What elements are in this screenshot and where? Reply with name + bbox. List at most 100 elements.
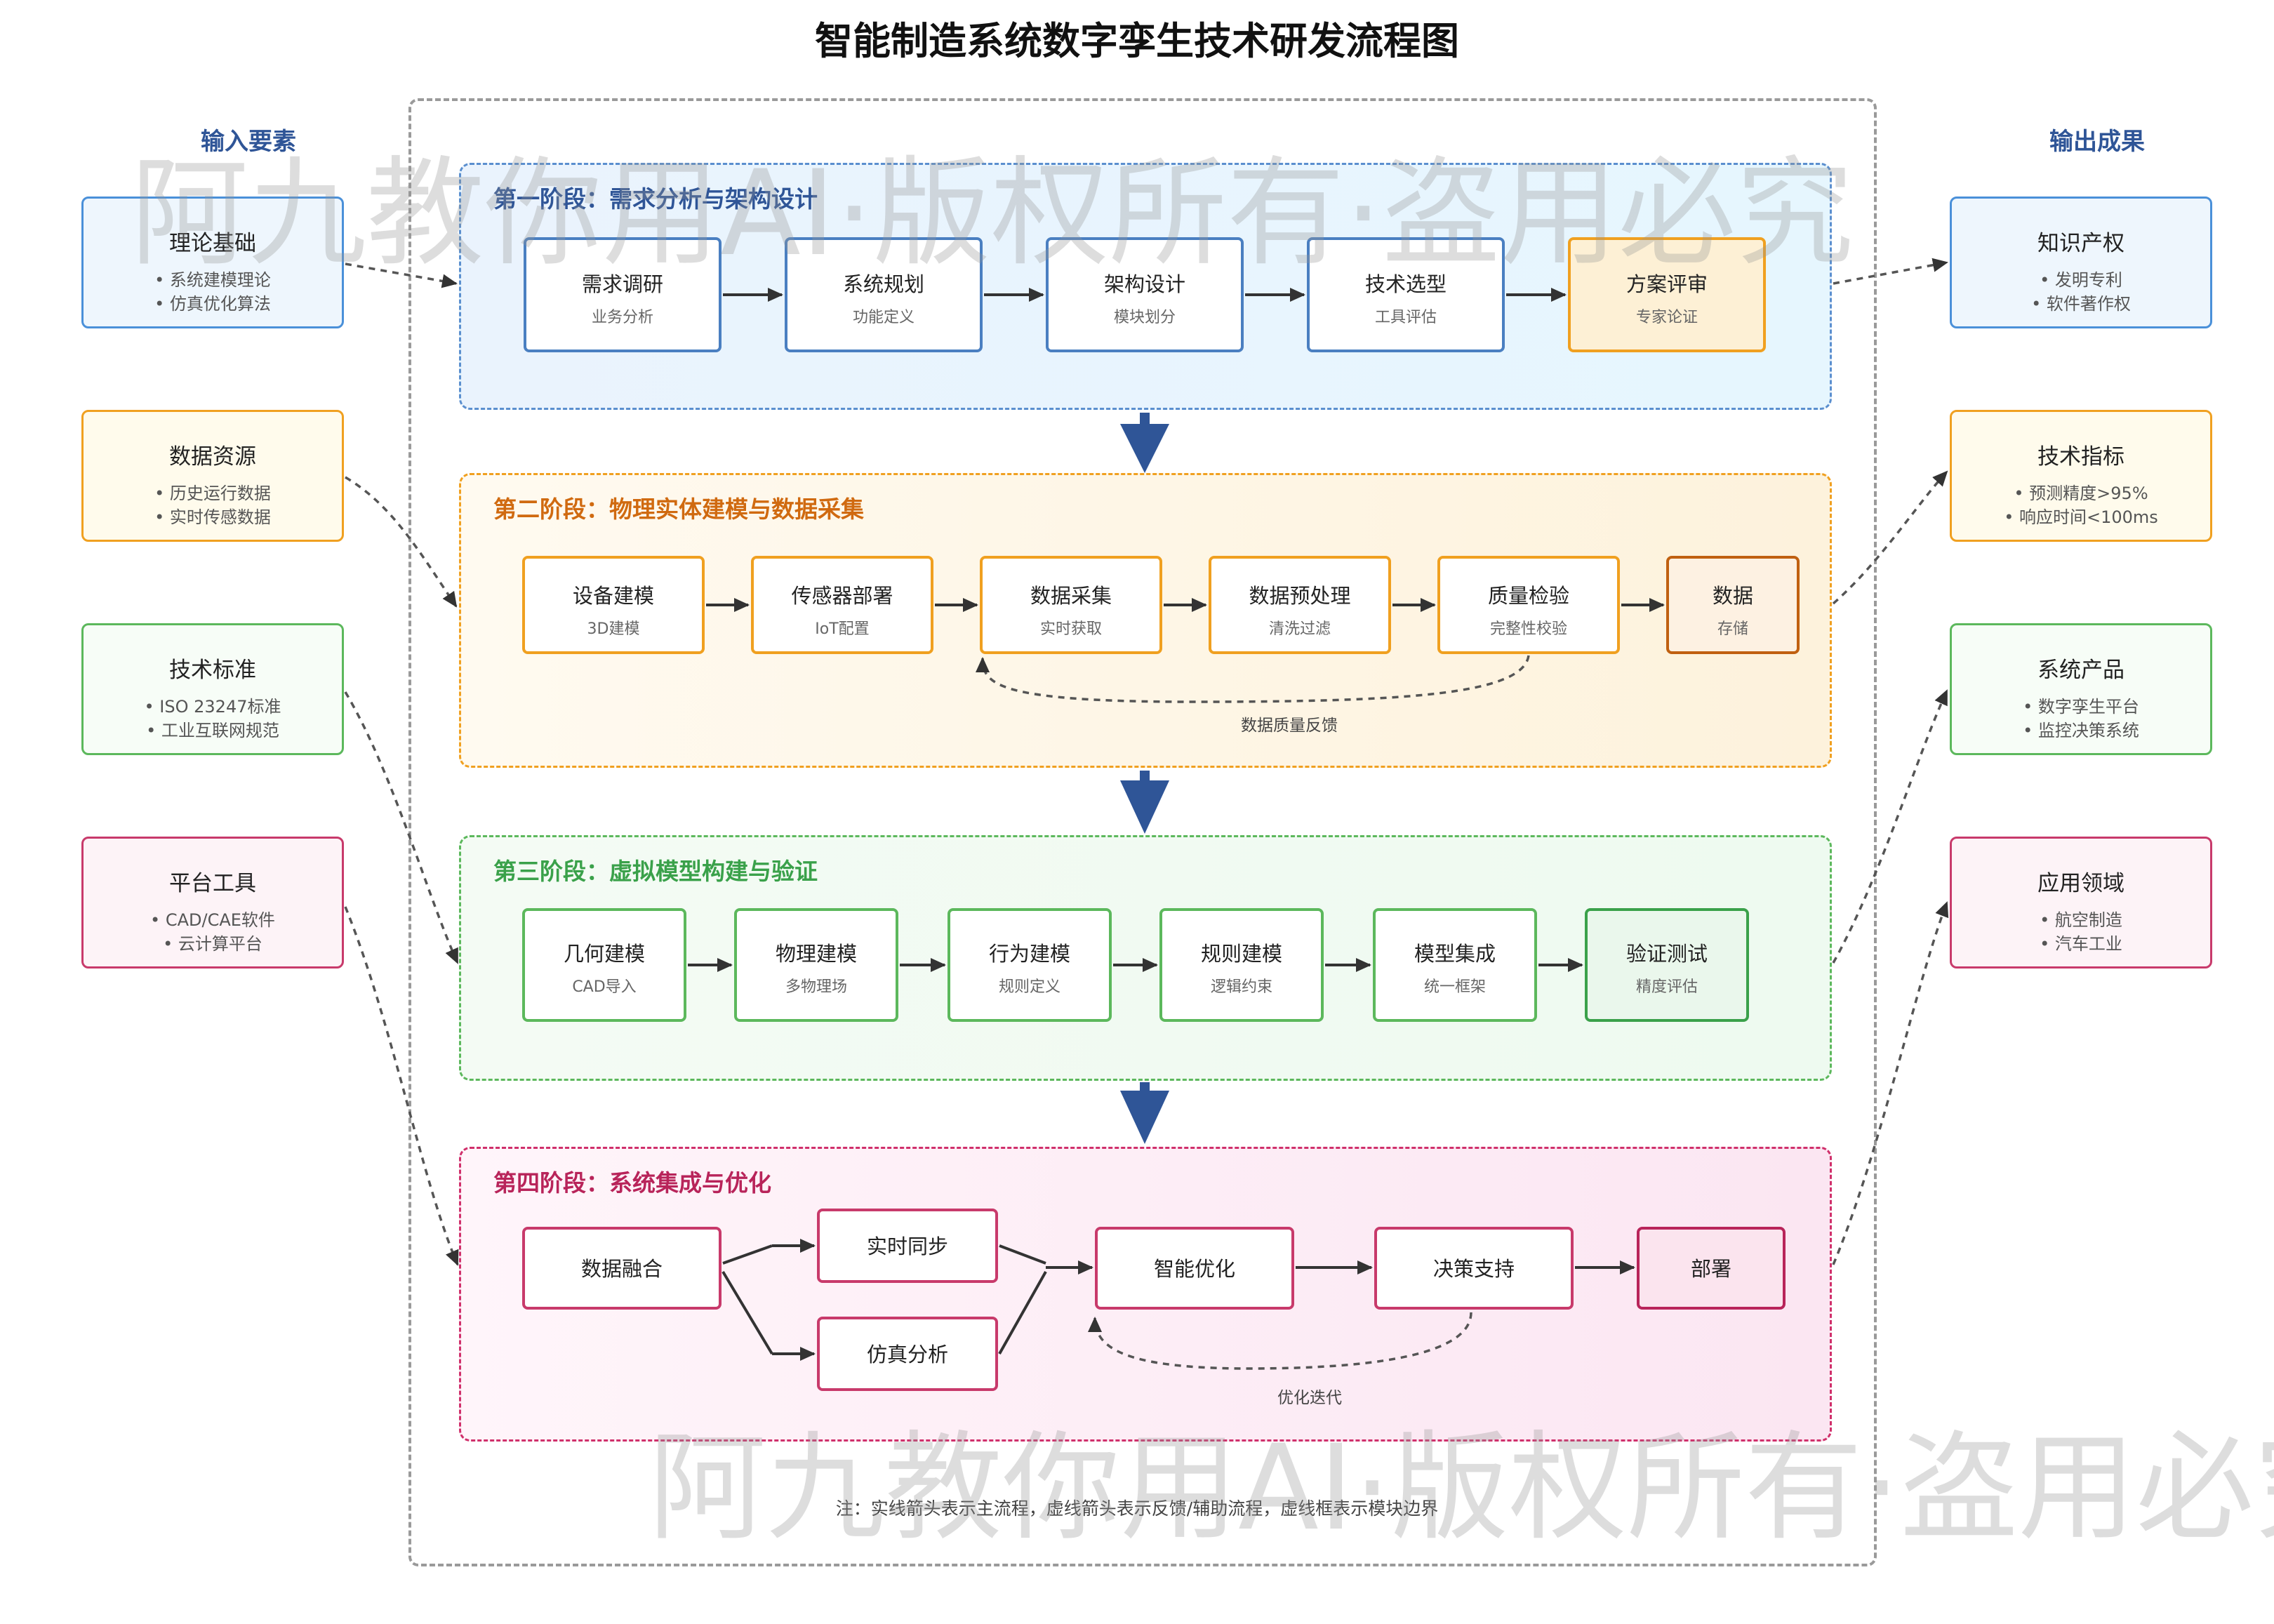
- node-subtitle: 完整性校验: [1489, 620, 1567, 638]
- phase2-title: 第二阶段：物理实体建模与数据采集: [493, 495, 864, 523]
- input-item: 仿真优化算法: [84, 292, 342, 316]
- node-subtitle: 逻辑约束: [1210, 978, 1272, 996]
- phase4-node-sync: 实时同步: [817, 1209, 998, 1283]
- node-title: 行为建模: [988, 942, 1070, 966]
- input-item: 云计算平台: [84, 932, 342, 956]
- phase2-node: 传感器部署 IoT配置: [751, 556, 933, 654]
- input-box-title: 技术标准: [169, 658, 256, 683]
- node-subtitle: 功能定义: [852, 309, 915, 326]
- diagram-title: 智能制造系统数字孪生技术研发流程图: [815, 19, 1459, 63]
- output-item: 发明专利: [1952, 268, 2210, 292]
- input-box-title: 理论基础: [169, 231, 256, 256]
- output-box-title: 系统产品: [2037, 658, 2125, 683]
- node-title: 数据预处理: [1249, 584, 1351, 608]
- output-box-products: 系统产品 数字孪生平台 监控决策系统: [1950, 623, 2212, 755]
- output-item: 数字孪生平台: [1952, 695, 2210, 719]
- node-title: 架构设计: [1103, 272, 1185, 296]
- node-subtitle: 规则定义: [998, 978, 1060, 996]
- inputs-heading: 输入要素: [201, 128, 296, 156]
- node-subtitle: 清洗过滤: [1268, 620, 1331, 638]
- node-title: 规则建模: [1200, 942, 1282, 966]
- output-item: 汽车工业: [1952, 932, 2210, 956]
- node-title: 几何建模: [563, 942, 645, 966]
- legend-note: 注：实线箭头表示主流程，虚线箭头表示反馈/辅助流程，虚线框表示模块边界: [835, 1498, 1439, 1519]
- node-subtitle: IoT配置: [815, 620, 870, 638]
- watermark-bottom: 阿九教你用AI·版权所有·盗用必究: [649, 1419, 2274, 1557]
- node-title: 部署: [1690, 1257, 1731, 1281]
- node-title: 仿真分析: [866, 1343, 948, 1366]
- output-box-ip: 知识产权 发明专利 软件著作权: [1950, 197, 2212, 328]
- outputs-heading: 输出成果: [2049, 128, 2145, 156]
- input-box-theory: 理论基础 系统建模理论 仿真优化算法: [81, 197, 344, 328]
- input-item: 实时传感数据: [84, 505, 342, 529]
- input-item: ISO 23247标准: [84, 695, 342, 719]
- phase3-node: 几何建模 CAD导入: [522, 908, 686, 1022]
- node-title: 验证测试: [1625, 942, 1708, 966]
- input-box-data: 数据资源 历史运行数据 实时传感数据: [81, 410, 344, 542]
- node-subtitle: 精度评估: [1635, 978, 1698, 996]
- node-title: 方案评审: [1625, 272, 1708, 296]
- input-item: 历史运行数据: [84, 481, 342, 505]
- node-subtitle: 专家论证: [1635, 309, 1698, 326]
- node-title: 传感器部署: [791, 584, 893, 608]
- phase1-node-review: 方案评审 专家论证: [1568, 237, 1766, 352]
- output-box-title: 技术指标: [2037, 444, 2125, 470]
- node-subtitle: 实时获取: [1039, 620, 1102, 638]
- node-title: 质量检验: [1487, 584, 1569, 608]
- watermark-top: 阿九教你用AI·版权所有·盗用必究: [131, 145, 1854, 282]
- output-box-title: 知识产权: [2037, 231, 2125, 256]
- node-subtitle: CAD导入: [572, 978, 637, 996]
- output-item: 监控决策系统: [1952, 719, 2210, 743]
- node-title: 数据融合: [580, 1257, 663, 1281]
- phase3-title: 第三阶段：虚拟模型构建与验证: [493, 858, 818, 885]
- phase3-node: 规则建模 逻辑约束: [1159, 908, 1324, 1022]
- node-title: 模型集成: [1414, 942, 1496, 966]
- node-title: 决策支持: [1432, 1257, 1515, 1281]
- node-title: 技术选型: [1364, 272, 1447, 296]
- phase4-node-simulation: 仿真分析: [817, 1317, 998, 1391]
- output-item: 软件著作权: [1952, 292, 2210, 316]
- output-box-domains: 应用领域 航空制造 汽车工业: [1950, 837, 2212, 969]
- phase1-node: 架构设计 模块划分: [1046, 237, 1244, 352]
- input-box-standards: 技术标准 ISO 23247标准 工业互联网规范: [81, 623, 344, 755]
- node-subtitle: 多物理场: [785, 978, 847, 996]
- phase3-node: 物理建模 多物理场: [734, 908, 898, 1022]
- phase4-title: 第四阶段：系统集成与优化: [493, 1169, 771, 1197]
- input-box-title: 平台工具: [169, 871, 256, 896]
- phase2-node: 数据采集 实时获取: [980, 556, 1162, 654]
- node-title: 实时同步: [866, 1234, 948, 1258]
- phase2-node: 数据预处理 清洗过滤: [1209, 556, 1391, 654]
- phase3-node: 模型集成 统一框架: [1373, 908, 1537, 1022]
- phase2-node: 设备建模 3D建模: [522, 556, 705, 654]
- node-title: 物理建模: [775, 942, 857, 966]
- phase2-node: 质量检验 完整性校验: [1437, 556, 1620, 654]
- phase1-node: 需求调研 业务分析: [524, 237, 722, 352]
- input-item: 系统建模理论: [84, 268, 342, 292]
- node-title: 智能优化: [1153, 1257, 1235, 1281]
- output-item: 航空制造: [1952, 908, 2210, 932]
- output-box-title: 应用领域: [2037, 871, 2125, 896]
- node-subtitle: 业务分析: [591, 309, 653, 326]
- output-item: 响应时间<100ms: [1952, 505, 2210, 529]
- node-title: 设备建模: [572, 584, 654, 608]
- input-box-title: 数据资源: [169, 444, 256, 470]
- input-item: CAD/CAE软件: [84, 908, 342, 932]
- node-subtitle: 存储: [1717, 620, 1748, 638]
- phase4-node-deploy: 部署: [1637, 1227, 1786, 1310]
- node-title: 需求调研: [581, 272, 663, 296]
- node-title: 数据采集: [1030, 584, 1112, 608]
- phase1-node: 系统规划 功能定义: [785, 237, 983, 352]
- phase4-node-decision: 决策支持: [1374, 1227, 1574, 1310]
- phase2-node-storage: 数据 存储: [1666, 556, 1800, 654]
- phase1-title: 第一阶段：需求分析与架构设计: [493, 185, 818, 213]
- node-subtitle: 工具评估: [1374, 309, 1437, 326]
- node-subtitle: 3D建模: [587, 620, 640, 638]
- node-title: 数据: [1712, 584, 1753, 608]
- data-quality-feedback-label: 数据质量反馈: [1241, 717, 1338, 735]
- phase3-node: 行为建模 规则定义: [948, 908, 1112, 1022]
- optimization-iteration-label: 优化迭代: [1277, 1389, 1342, 1407]
- node-subtitle: 统一框架: [1423, 978, 1486, 996]
- output-item: 预测精度>95%: [1952, 481, 2210, 505]
- phase4-node-optimization: 智能优化: [1095, 1227, 1294, 1310]
- input-box-tools: 平台工具 CAD/CAE软件 云计算平台: [81, 837, 344, 969]
